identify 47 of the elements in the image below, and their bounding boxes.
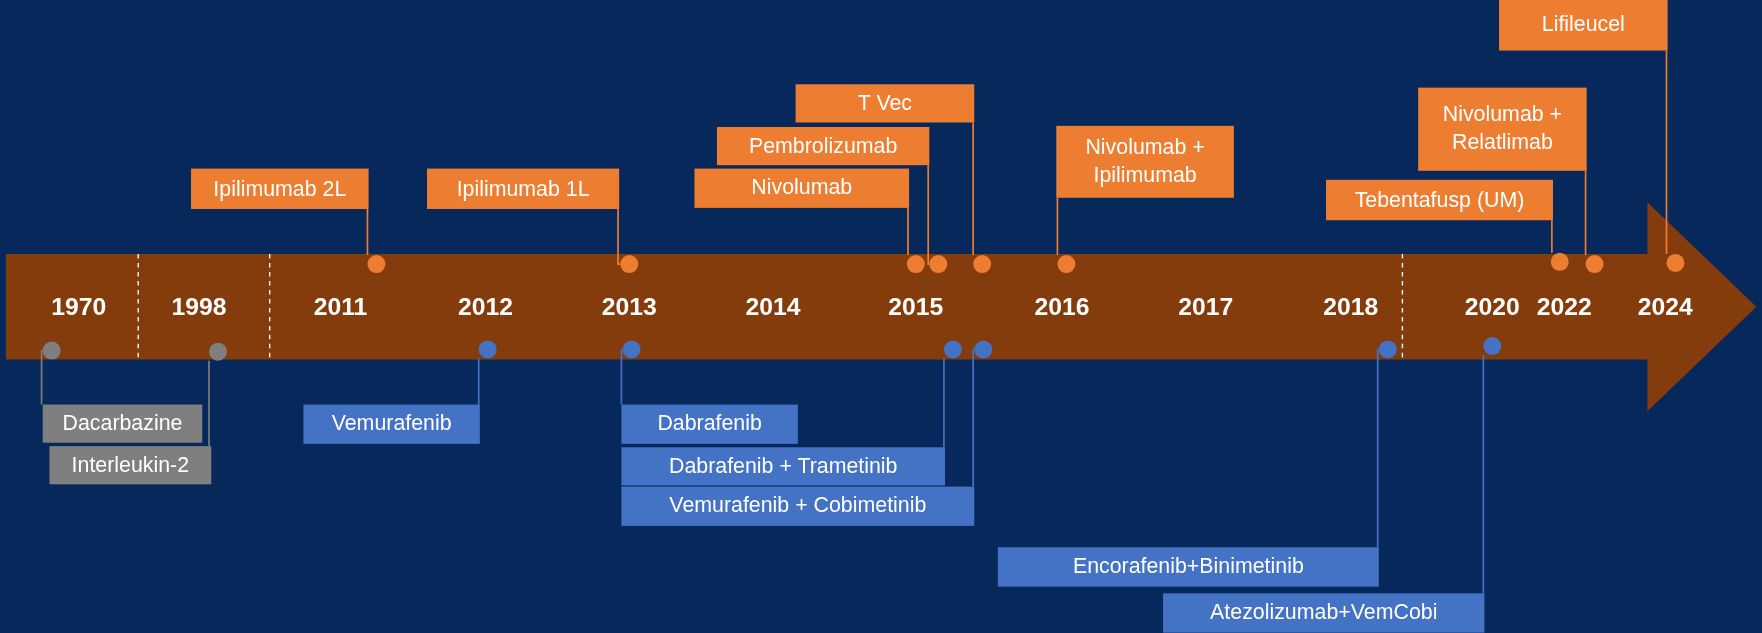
year-label: 1998 xyxy=(171,292,227,322)
event-label: Vemurafenib xyxy=(303,404,480,444)
leader-line xyxy=(1665,49,1668,255)
year-label: 2022 xyxy=(1536,292,1592,322)
event-label: Nivolumab xyxy=(694,168,910,208)
year-label: 2024 xyxy=(1637,292,1693,322)
event-label: Pembrolizumab xyxy=(716,127,930,166)
leader-line xyxy=(1376,348,1380,549)
year-label: 2011 xyxy=(313,292,368,322)
event-label: Interleukin-2 xyxy=(49,446,212,485)
year-label: 2017 xyxy=(1178,292,1234,322)
year-label: 2018 xyxy=(1323,292,1379,322)
leader-line xyxy=(972,348,976,488)
event-label: Nivolumab + Relatlimab xyxy=(1418,87,1587,171)
leader-line xyxy=(366,208,369,256)
year-label: 2014 xyxy=(745,292,801,322)
leader-line xyxy=(40,349,44,406)
event-label: Tebentafusp (UM) xyxy=(1326,179,1553,221)
year-label: 2012 xyxy=(457,292,513,322)
leader-line xyxy=(617,208,622,265)
event-label: Dabrafenib + Trametinib xyxy=(621,447,946,486)
event-label: Dabrafenib xyxy=(621,404,798,444)
event-label: Vemurafenib + Cobimetinib xyxy=(621,486,975,526)
year-label: 2013 xyxy=(601,292,657,322)
leader-line xyxy=(907,207,909,256)
leader-line xyxy=(927,164,931,265)
leader-line xyxy=(208,359,210,447)
event-label: Dacarbazine xyxy=(42,404,203,443)
leader-line xyxy=(1551,219,1553,254)
leader-line xyxy=(943,357,945,449)
leader-line xyxy=(1056,196,1059,256)
leader-line xyxy=(620,348,624,406)
leader-line xyxy=(1482,354,1485,595)
year-label: 1970 xyxy=(51,292,107,322)
event-label: Lifileucel xyxy=(1499,0,1668,51)
leader-line xyxy=(972,121,974,256)
year-label: 2016 xyxy=(1034,292,1090,322)
event-label: Ipilimumab 2L xyxy=(191,168,369,209)
event-label: Encorafenib+Binimetinib xyxy=(997,547,1379,587)
leader-line xyxy=(1584,169,1587,256)
leader-line xyxy=(477,357,480,406)
event-label: Ipilimumab 1L xyxy=(427,168,620,209)
year-label: 2020 xyxy=(1464,292,1520,322)
year-label: 2015 xyxy=(888,292,944,322)
event-label: Nivolumab + Ipilimumab xyxy=(1056,125,1234,198)
event-label: Atezolizumab+VemCobi xyxy=(1163,593,1485,633)
event-label: T Vec xyxy=(795,84,975,123)
